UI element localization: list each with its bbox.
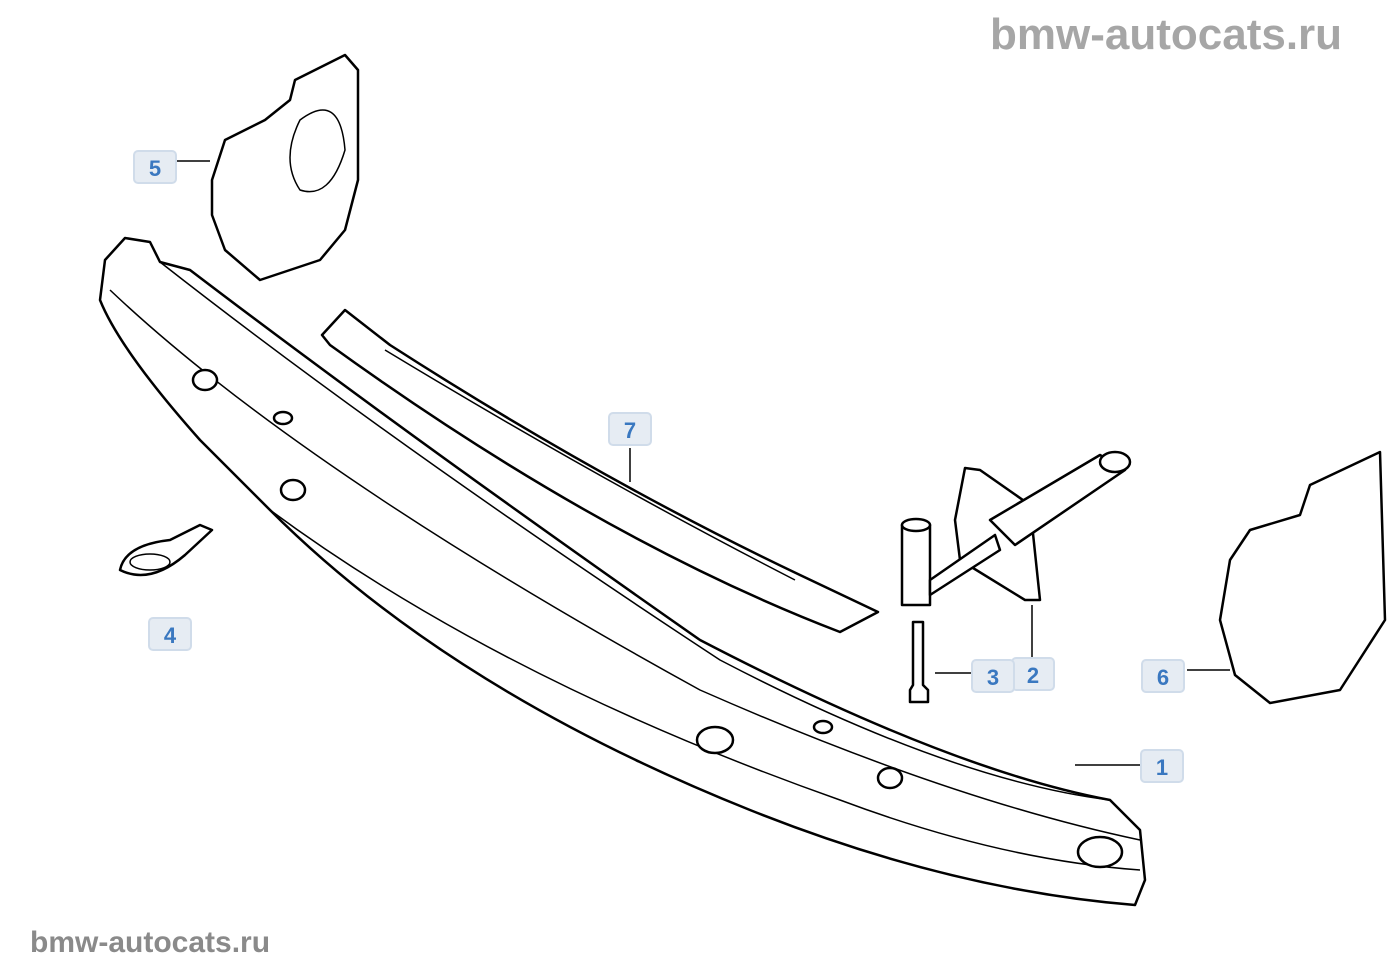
- bracket-part-6: [1218, 450, 1387, 705]
- bolt-part-3: [908, 620, 930, 704]
- bracket-part-5: [210, 53, 360, 282]
- callout-7[interactable]: 7: [608, 412, 652, 446]
- callout-3[interactable]: 3: [971, 659, 1015, 693]
- callout-1[interactable]: 1: [1140, 749, 1184, 783]
- callout-2[interactable]: 2: [1011, 657, 1055, 691]
- callout-6[interactable]: 6: [1141, 659, 1185, 693]
- leader-lines: [175, 160, 1230, 766]
- bumper-carrier-part-1: [98, 236, 1147, 907]
- towing-eye-part-4: [118, 523, 214, 577]
- mount-part-2: [900, 450, 1132, 607]
- watermark-bottom: bmw-autocats.ru: [30, 926, 271, 959]
- callout-5[interactable]: 5: [133, 150, 177, 184]
- absorber-strip-part-7: [320, 308, 880, 634]
- callout-4[interactable]: 4: [148, 617, 192, 651]
- watermark-top: bmw-autocats.ru: [990, 10, 1343, 59]
